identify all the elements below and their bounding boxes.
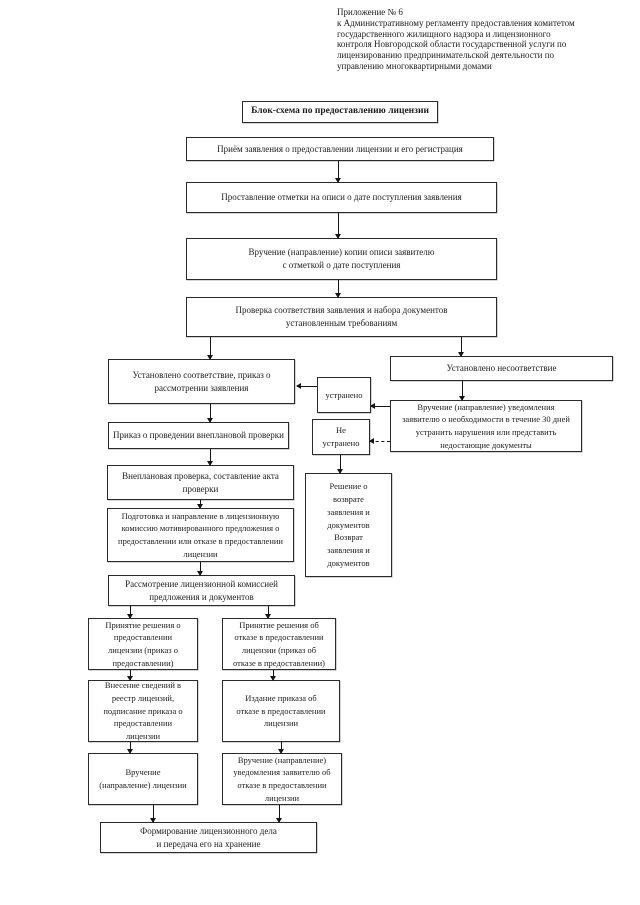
node-eliminated: устранено: [317, 377, 371, 413]
node-register-entry: Внесение сведений в реестр лицензий, под…: [88, 680, 198, 742]
node-copy-handover: Вручение (направление) копии описи заяви…: [186, 238, 497, 280]
header-line: управлению многоквартирными домами: [337, 60, 492, 71]
arrow-commission-to-grant: [127, 606, 133, 619]
node-refusal-notice: Вручение (направление) уведомления заяви…: [222, 753, 342, 805]
arrow-inspection-order-to-inspection: [207, 449, 213, 466]
node-inspection: Внеплановая проверка, составление акта п…: [107, 465, 294, 500]
arrow-mismatch-to-fix-notice: [459, 381, 465, 401]
arrow-check-to-match: [207, 337, 213, 360]
header-line: государственного жилищного надзора и лиц…: [337, 28, 551, 39]
arrow-refusal-to-refusal-order: [270, 670, 276, 681]
arrow-reception-to-mark: [335, 161, 341, 183]
arrow-proposal-to-commission: [197, 562, 203, 576]
arrow-fix-notice-to-not-eliminated: [369, 438, 390, 444]
header-line: к Административному регламенту предостав…: [337, 17, 575, 28]
node-commission-review: Рассмотрение лицензионной комиссией пред…: [108, 575, 295, 606]
arrow-match-to-inspection-order: [207, 404, 213, 423]
document-header: Приложение № 6 к Административному регла…: [337, 7, 637, 72]
arrow-mark-to-copy: [335, 213, 341, 239]
arrow-fix-notice-to-eliminated: [370, 403, 390, 409]
node-not-eliminated: Не устранено: [312, 419, 370, 455]
node-case-file: Формирование лицензионного дела и переда…: [100, 822, 317, 853]
node-compliance-check: Проверка соответствия заявления и набора…: [186, 297, 497, 337]
node-refusal-order: Издание приказа об отказе в предоставлен…: [222, 680, 340, 742]
header-line: Приложение № 6: [337, 7, 403, 17]
node-inspection-order: Приказ о проведении внеплановой проверки: [108, 422, 289, 449]
arrow-check-to-mismatch: [458, 337, 464, 357]
node-fix-notice: Вручение (направление) уведомления заяви…: [390, 400, 582, 452]
header-line: контроля Новгородской области государств…: [337, 39, 567, 50]
arrow-license-handover-to-case-file: [150, 805, 156, 823]
arrow-register-to-license-handover: [127, 742, 133, 754]
node-proposal: Подготовка и направление в лицензионную …: [107, 508, 294, 562]
arrow-refusal-notice-to-case-file: [276, 805, 282, 823]
arrow-refusal-order-to-refusal-notice: [278, 742, 284, 754]
node-grant-decision: Принятие решения о предоставлении лиценз…: [88, 618, 198, 670]
header-line: лицензированию предпринимательской деяте…: [337, 50, 555, 61]
node-match-found: Установлено соответствие, приказ о рассм…: [108, 359, 295, 404]
node-mark-date: Проставление отметки на описи о дате пос…: [186, 182, 497, 213]
node-flow-title: Блок-схема по предоставлению лицензии: [242, 101, 438, 123]
node-license-handover: Вручение (направление) лицензии: [88, 753, 198, 805]
node-refusal-decision: Принятие решения об отказе в предоставле…: [222, 618, 336, 670]
arrow-inspection-to-proposal: [197, 500, 203, 509]
arrow-not-eliminated-to-return: [337, 455, 343, 474]
arrow-grant-to-register: [127, 670, 133, 681]
node-mismatch-found: Установлено несоответствие: [390, 356, 613, 381]
arrow-commission-to-refusal: [265, 606, 271, 619]
node-return-decision: Решение о возврате заявления и документо…: [305, 473, 392, 577]
arrow-eliminated-to-match: [296, 383, 317, 389]
node-reception: Приём заявления о предоставлении лицензи…: [186, 137, 494, 161]
arrow-copy-to-check: [335, 280, 341, 298]
